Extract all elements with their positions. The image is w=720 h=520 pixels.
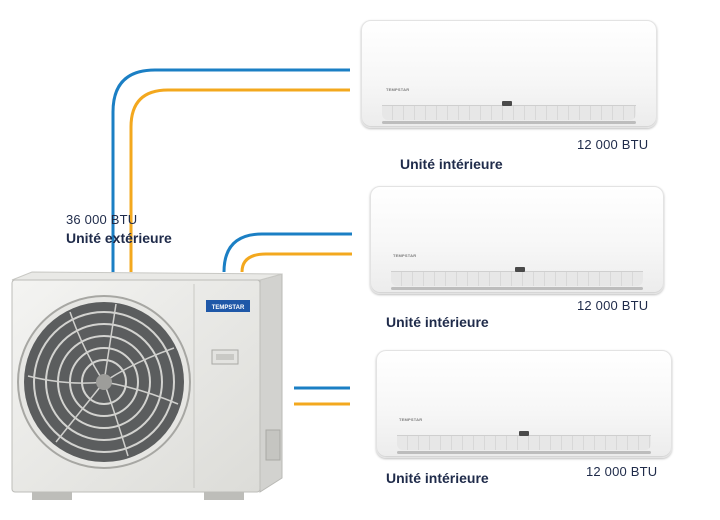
indoor-unit-2-louver <box>391 287 643 290</box>
outdoor-unit-label: Unité extérieure <box>66 230 172 246</box>
indoor-unit-1-clip <box>502 101 512 106</box>
line-blue-unit-1 <box>111 68 350 272</box>
indoor-unit-2-clip <box>515 267 525 272</box>
indoor-unit-3-brand: TEMPSTAR <box>399 417 423 422</box>
line-orange-unit-2 <box>240 252 352 273</box>
indoor-unit-3-vent <box>397 435 651 450</box>
outdoor-unit-btu: 36 000 BTU <box>66 212 138 227</box>
indoor-unit-2: TEMPSTAR <box>370 186 664 294</box>
line-orange-unit-1 <box>129 88 350 272</box>
indoor-unit-2-btu: 12 000 BTU <box>577 298 649 313</box>
outdoor-brand-text: TEMPSTAR <box>212 305 245 311</box>
fan-grille <box>17 295 191 469</box>
indoor-unit-3: TEMPSTAR <box>376 350 672 458</box>
indoor-unit-1-vent <box>382 105 636 120</box>
indoor-unit-2-vent <box>391 271 643 286</box>
outdoor-brand-badge <box>206 300 250 312</box>
indoor-unit-1: TEMPSTAR <box>361 20 657 128</box>
indoor-unit-3-clip <box>519 431 529 436</box>
outdoor-unit: TEMPSTAR <box>11 271 283 500</box>
indoor-unit-2-label: Unité intérieure <box>386 314 489 330</box>
indoor-unit-1-label: Unité intérieure <box>400 156 503 172</box>
line-blue-unit-2 <box>222 232 352 273</box>
indoor-unit-3-label: Unité intérieure <box>386 470 489 486</box>
indoor-unit-1-btu: 12 000 BTU <box>577 137 649 152</box>
indoor-unit-3-louver <box>397 451 651 454</box>
indoor-unit-1-louver <box>382 121 636 124</box>
indoor-unit-3-btu: 12 000 BTU <box>586 464 658 479</box>
indoor-unit-1-brand: TEMPSTAR <box>386 87 410 92</box>
indoor-unit-2-brand: TEMPSTAR <box>393 253 417 258</box>
